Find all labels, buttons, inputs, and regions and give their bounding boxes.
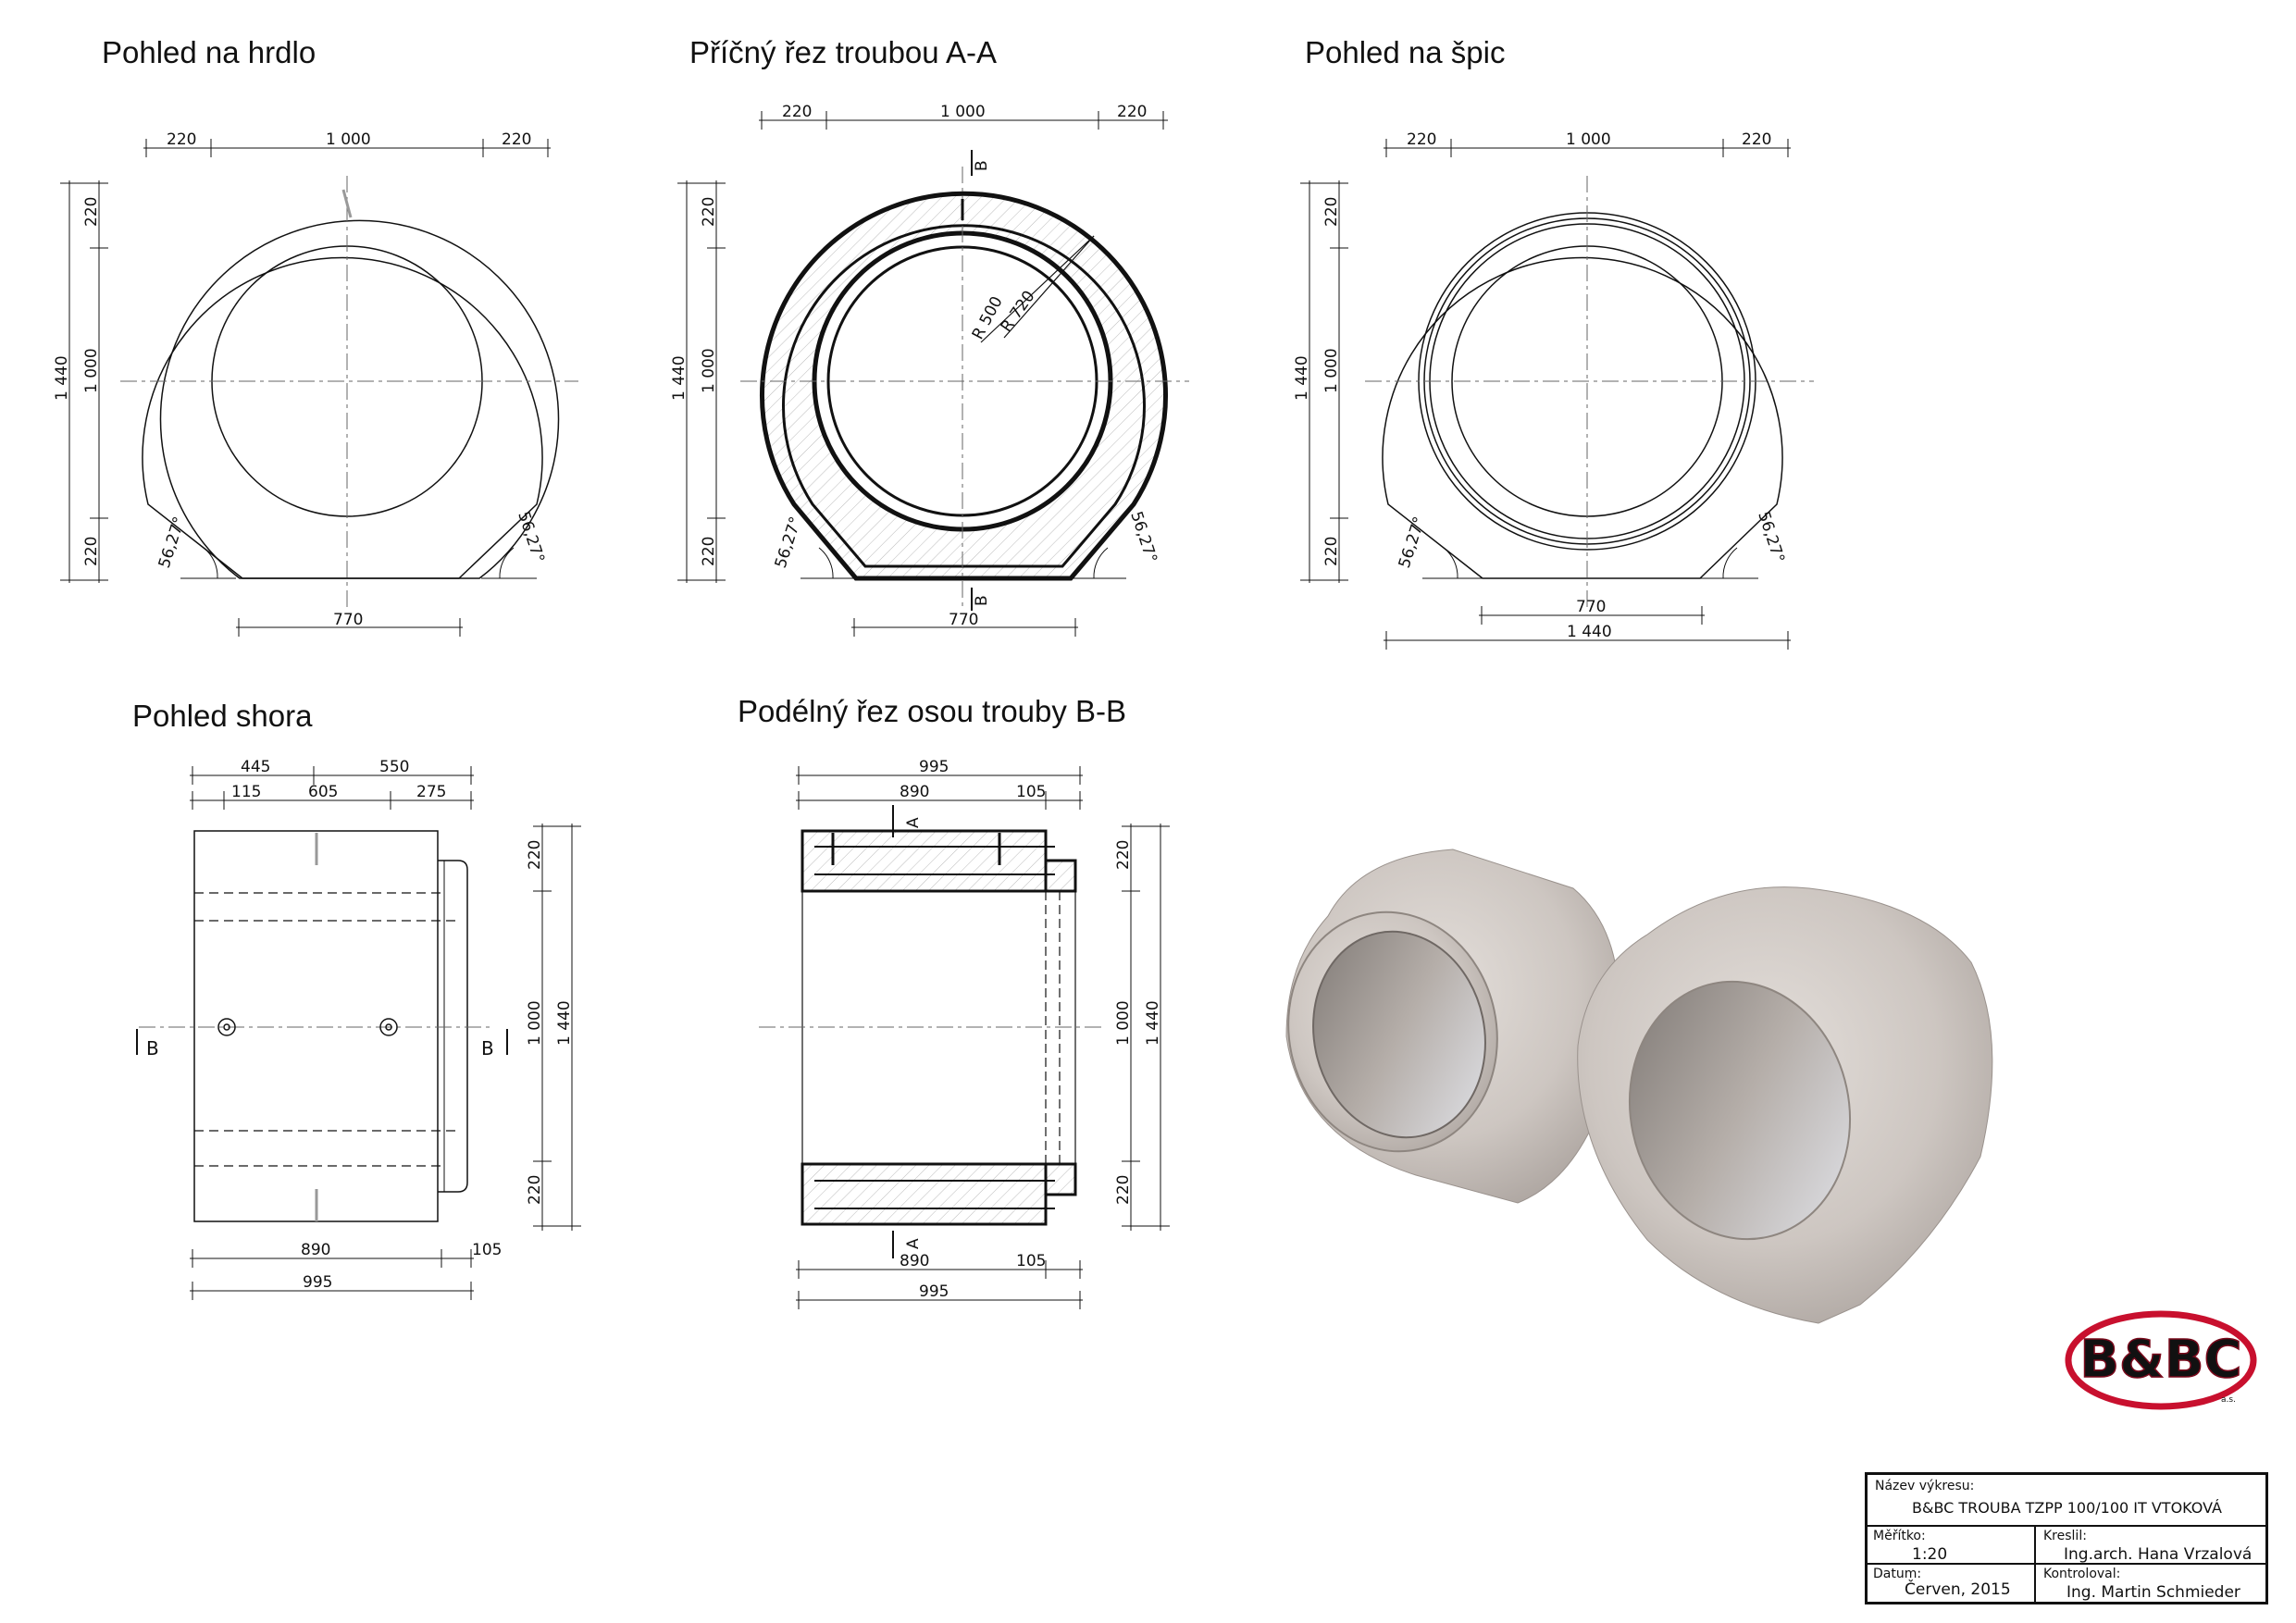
svg-text:105: 105 <box>472 1241 502 1259</box>
dim-labels-hrdlo: 220 1 000 220 1 440 1 000 220 220 770 56… <box>53 130 548 629</box>
view-title-section-aa: Příčný řez troubou A-A <box>689 35 997 69</box>
svg-text:56,27°: 56,27° <box>1126 509 1160 565</box>
view-shora <box>136 766 581 1300</box>
svg-text:105: 105 <box>1016 783 1046 801</box>
svg-text:1 440: 1 440 <box>1293 355 1311 401</box>
svg-text:1 000: 1 000 <box>526 1000 544 1046</box>
view-title-spic: Pohled na špic <box>1305 35 1506 69</box>
view-spic <box>1300 139 1814 650</box>
svg-text:220: 220 <box>782 103 812 121</box>
section-mark-b-top: B <box>973 160 991 171</box>
svg-text:220: 220 <box>1742 130 1771 149</box>
section-mark-a-bottom: A <box>904 1238 923 1249</box>
svg-text:995: 995 <box>919 758 949 776</box>
svg-text:1 000: 1 000 <box>700 348 718 393</box>
svg-text:605: 605 <box>308 783 338 801</box>
svg-text:1 000: 1 000 <box>1566 130 1611 149</box>
dim-220-left: 220 <box>167 130 196 149</box>
svg-text:220: 220 <box>1114 1175 1133 1205</box>
company-logo: B&BC a.s. <box>2065 1310 2257 1410</box>
dim-220-top: 220 <box>82 197 101 227</box>
section-mark-b-right: B <box>481 1037 494 1059</box>
view-title-section-bb: Podélný řez osou trouby B-B <box>738 694 1127 728</box>
dim-1000-left: 1 000 <box>82 348 101 393</box>
section-mark-a-top: A <box>904 817 923 828</box>
svg-text:890: 890 <box>301 1241 330 1259</box>
logo-suffix: a.s. <box>2221 1395 2236 1405</box>
svg-text:770: 770 <box>1576 598 1606 616</box>
svg-text:56,27°: 56,27° <box>1396 514 1430 571</box>
svg-text:220: 220 <box>700 537 718 566</box>
view-section-aa <box>677 111 1189 637</box>
tb-checked-value: Ing. Martin Schmieder <box>2066 1583 2240 1602</box>
view-section-bb <box>759 766 1170 1309</box>
dim-220-bottom: 220 <box>82 537 101 566</box>
tb-name-value: B&BC TROUBA TZPP 100/100 IT VTOKOVÁ <box>1912 1499 2222 1517</box>
tb-scale-value: 1:20 <box>1912 1545 1948 1564</box>
svg-text:56,27°: 56,27° <box>1754 509 1788 565</box>
view-title-shora: Pohled shora <box>132 699 313 733</box>
svg-text:1 000: 1 000 <box>940 103 986 121</box>
svg-text:1 000: 1 000 <box>1114 1000 1133 1046</box>
dim-angle-left: 56,27° <box>155 514 190 571</box>
svg-text:890: 890 <box>900 1252 929 1270</box>
svg-text:1 440: 1 440 <box>1144 1000 1162 1046</box>
svg-text:550: 550 <box>379 758 409 776</box>
svg-text:1 440: 1 440 <box>670 355 689 401</box>
tb-name-label: Název výkresu: <box>1875 1479 1975 1493</box>
svg-text:1 440: 1 440 <box>1567 623 1612 641</box>
dim-770: 770 <box>333 611 363 629</box>
svg-text:220: 220 <box>1117 103 1147 121</box>
view-hrdlo <box>60 139 578 637</box>
svg-text:220: 220 <box>526 840 544 870</box>
dim-220-right: 220 <box>502 130 531 149</box>
view-title-hrdlo: Pohled na hrdlo <box>102 35 316 69</box>
svg-text:220: 220 <box>1407 130 1436 149</box>
outer-outline-hrdlo <box>142 256 543 579</box>
tb-date-value: Červen, 2015 <box>1905 1580 2011 1599</box>
section-mark-b-left: B <box>146 1037 159 1059</box>
tb-drawn-label: Kreslil: <box>2043 1529 2087 1543</box>
dim-1440-left: 1 440 <box>53 355 71 401</box>
svg-text:220: 220 <box>526 1175 544 1205</box>
svg-text:105: 105 <box>1016 1252 1046 1270</box>
svg-text:56,27°: 56,27° <box>772 514 806 571</box>
dim-1000-top: 1 000 <box>326 130 371 149</box>
section-mark-b-bottom: B <box>973 595 991 606</box>
svg-text:1 000: 1 000 <box>1322 348 1341 393</box>
dim-angle-right: 56,27° <box>514 509 548 565</box>
tb-drawn-value: Ing.arch. Hana Vrzalová <box>2064 1545 2253 1564</box>
tb-checked-label: Kontroloval: <box>2043 1567 2121 1581</box>
svg-text:220: 220 <box>1114 840 1133 870</box>
tb-scale-label: Měřítko: <box>1873 1529 1926 1543</box>
dim-labels-shora: 445 550 115 605 275 890 105 995 220 1 00… <box>146 758 574 1292</box>
svg-text:890: 890 <box>900 783 929 801</box>
outer-profile <box>159 219 560 579</box>
svg-text:445: 445 <box>241 758 270 776</box>
svg-text:770: 770 <box>949 611 978 629</box>
title-block: Název výkresu: B&BC TROUBA TZPP 100/100 … <box>1865 1472 2268 1604</box>
svg-text:220: 220 <box>1322 537 1341 566</box>
dim-labels-section-bb: 995 890 105 890 105 995 220 1 000 220 1 … <box>900 758 1162 1301</box>
render-3d-spic <box>1577 886 1993 1324</box>
logo-text: B&BC <box>2079 1330 2241 1390</box>
svg-text:275: 275 <box>416 783 446 801</box>
svg-text:220: 220 <box>1322 197 1341 227</box>
svg-text:1 440: 1 440 <box>555 1000 574 1046</box>
svg-text:220: 220 <box>700 197 718 227</box>
svg-text:995: 995 <box>303 1273 332 1292</box>
tb-date-label: Datum: <box>1873 1567 1922 1581</box>
render-3d-hrdlo <box>1285 849 1620 1204</box>
svg-text:115: 115 <box>231 783 261 801</box>
svg-text:995: 995 <box>919 1282 949 1301</box>
